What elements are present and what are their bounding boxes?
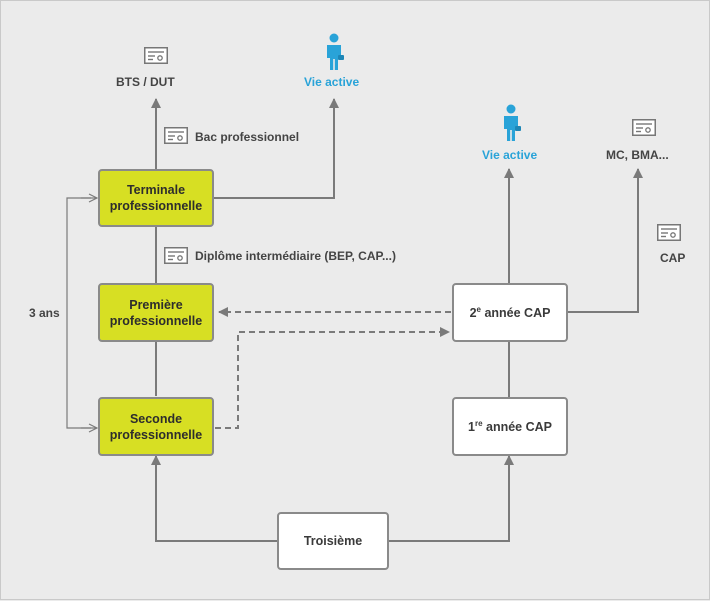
box-label: 2e année CAP xyxy=(469,304,551,320)
box-1re-annee-cap: 1re année CAP xyxy=(452,397,568,456)
certificate-icon xyxy=(657,224,681,241)
label-bts-dut: BTS / DUT xyxy=(116,75,175,89)
arrow-troisieme-to-seconde xyxy=(151,455,277,542)
box-seconde-professionnelle: Seconde professionnelle xyxy=(98,397,214,456)
certificate-icon xyxy=(164,127,188,144)
box-label: 1re année CAP xyxy=(468,418,552,434)
box-premiere-professionnelle: Première professionnelle xyxy=(98,283,214,342)
bracket-3-ans xyxy=(66,197,91,429)
person-icon xyxy=(504,104,521,141)
box-2e-annee-cap: 2e année CAP xyxy=(452,283,568,342)
certificate-icon xyxy=(632,119,656,136)
certificate-icon xyxy=(164,247,188,264)
dashed-seconde-to-cap2 xyxy=(215,327,450,429)
box-label: Terminale professionnelle xyxy=(109,183,203,213)
box-label: Seconde professionnelle xyxy=(109,411,203,442)
arrow-cap2-to-mc-bma xyxy=(568,168,643,313)
box-label: Première professionnelle xyxy=(109,297,203,328)
label-vie-active-left: Vie active xyxy=(304,75,360,89)
label-cap: CAP xyxy=(660,251,686,265)
arrow-terminale-to-vie-active xyxy=(214,98,339,199)
box-label: Troisième xyxy=(303,534,363,548)
box-terminale-professionnelle: Terminale professionnelle xyxy=(98,169,214,227)
label-3-ans: 3 ans xyxy=(29,306,60,320)
certificate-icon xyxy=(144,47,168,64)
label-bac-professionnel: Bac professionnel xyxy=(195,130,300,144)
box-troisieme: Troisième xyxy=(277,512,389,570)
arrow-troisieme-to-cap1 xyxy=(389,455,514,542)
label-vie-active-right: Vie active xyxy=(482,148,538,162)
person-icon xyxy=(327,33,344,70)
label-diplome-intermediaire: Diplôme intermédiaire (BEP, CAP...) xyxy=(195,249,396,263)
label-mc-bma: MC, BMA... xyxy=(606,148,669,162)
